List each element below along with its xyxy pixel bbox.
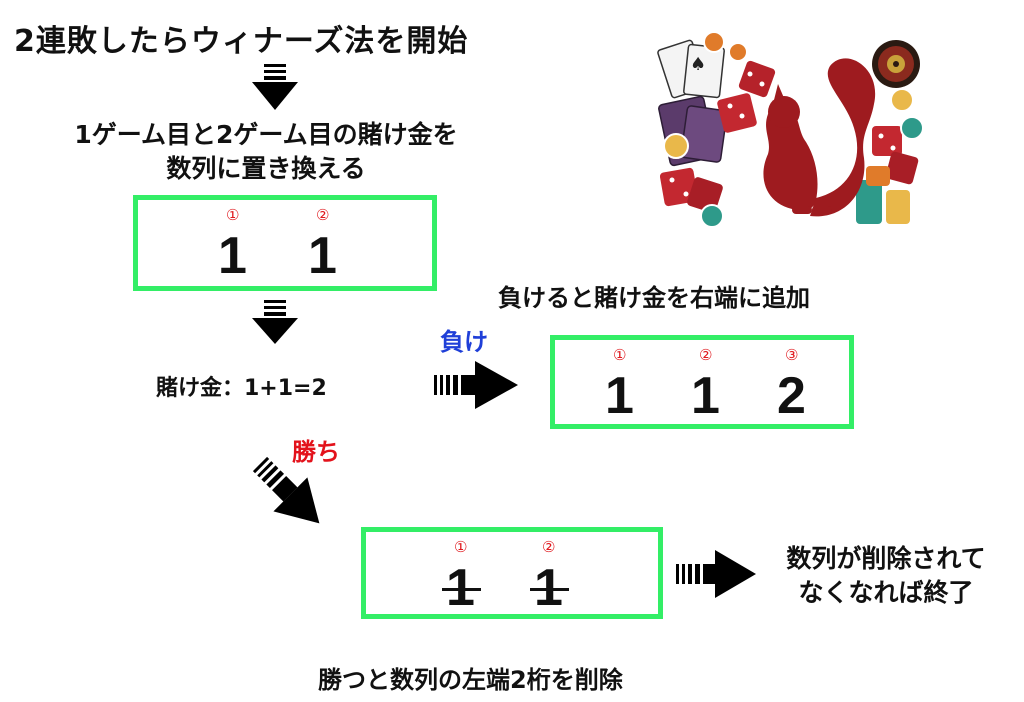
down-arrow-icon [252, 300, 298, 344]
marker-2: ② [542, 538, 556, 556]
marker-2: ② [699, 346, 713, 364]
sequence-value-2: 1 [691, 367, 720, 425]
win-label: 勝ち [292, 438, 340, 466]
roulette-wheel-icon [872, 40, 920, 88]
strikethrough-line [442, 588, 481, 591]
down-arrow-icon [252, 64, 298, 110]
marker-1: ① [454, 538, 468, 556]
marker-3: ③ [785, 346, 799, 364]
sequence-value-2: 1 [308, 227, 337, 285]
playing-cards-icon: ♠ [657, 39, 728, 167]
lose-caption: 負けると賭け金を右端に追加 [498, 284, 810, 312]
marker-2: ② [316, 206, 330, 224]
right-arrow-icon [434, 361, 518, 409]
lose-label: 負け [440, 328, 488, 356]
right-arrow-icon [676, 550, 756, 598]
struck-value-1-wrap: 1 [442, 562, 481, 614]
page-title: 2連敗したらウィナーズ法を開始 [14, 24, 469, 59]
step1-line1: 1ゲーム目と2ゲーム目の賭け金を [74, 120, 458, 149]
marker-1: ① [613, 346, 627, 364]
strikethrough-line [530, 588, 569, 591]
sequence-box-after-win: ① ② 1 1 [361, 527, 663, 619]
sequence-value-1: 1 [218, 227, 247, 285]
sequence-value-1: 1 [605, 367, 634, 425]
sequence-box-initial: ① ② 1 1 [133, 195, 437, 291]
step1-line2: 数列に置き換える [166, 154, 366, 183]
end-text: 数列が削除されて なくなれば終了 [760, 542, 1012, 610]
win-caption: 勝つと数列の左端2桁を削除 [318, 666, 623, 694]
bet-formula: 賭け金：1+1=2 [156, 376, 327, 401]
sequence-value-3: 2 [777, 367, 806, 425]
squirrel-icon [763, 58, 876, 217]
dice-icon [659, 60, 919, 213]
struck-value-2-wrap: 1 [530, 562, 569, 614]
poker-chips-icon [663, 31, 924, 228]
end-line1: 数列が削除されて [786, 544, 986, 573]
marker-1: ① [226, 206, 240, 224]
casino-squirrel-illustration: ♠ [657, 31, 924, 228]
end-line2: なくなれば終了 [798, 578, 974, 607]
sequence-box-after-loss: ① ② ③ 1 1 2 [550, 335, 854, 429]
diagonal-down-right-arrow-icon [252, 456, 320, 524]
svg-text:♠: ♠ [690, 54, 706, 75]
step1-text: 1ゲーム目と2ゲーム目の賭け金を 数列に置き換える [6, 118, 526, 186]
